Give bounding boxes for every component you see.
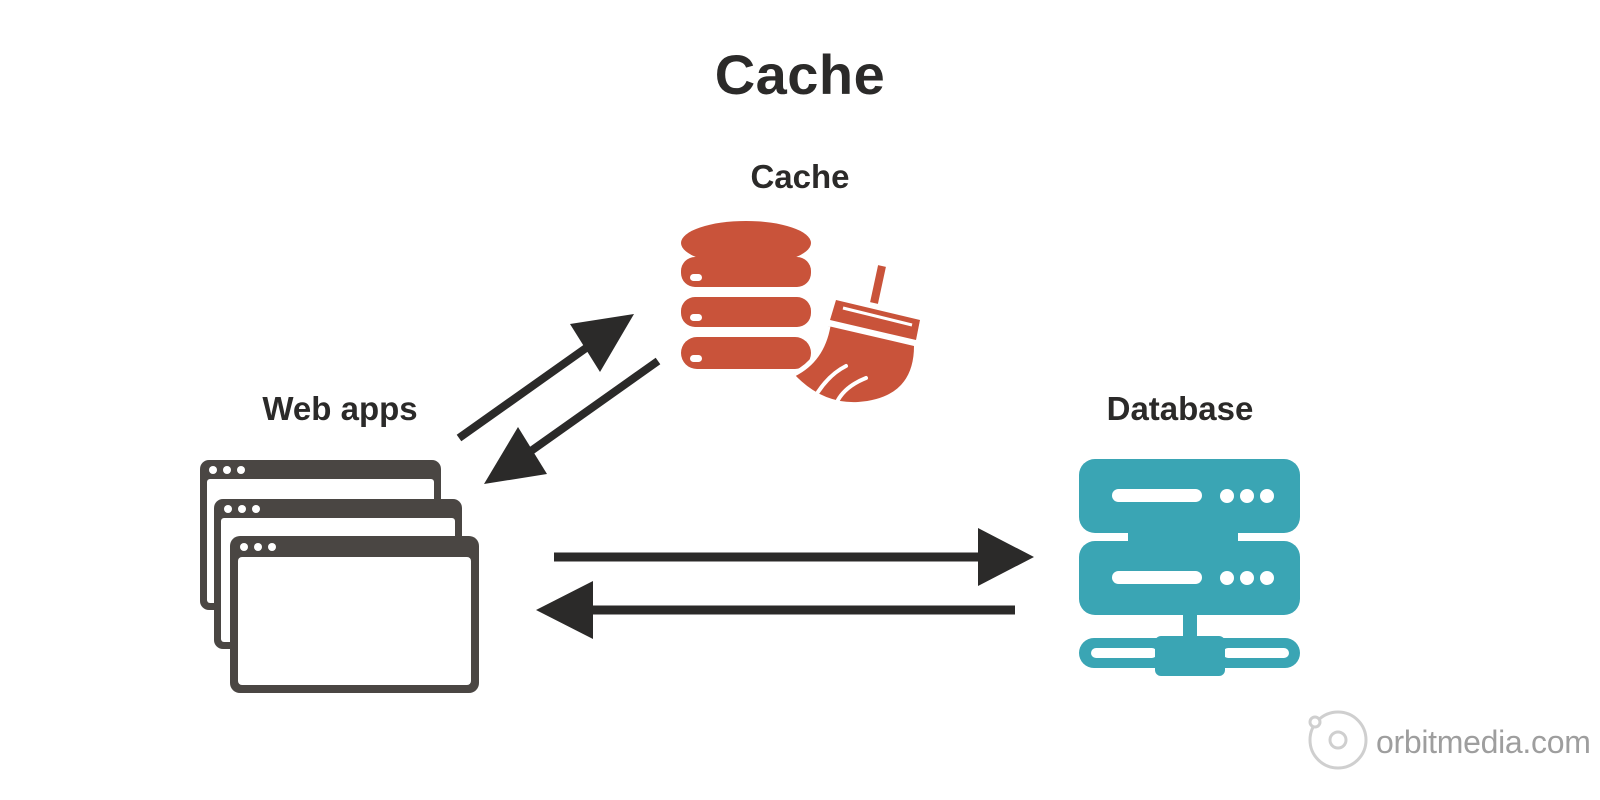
web-apps-icon [200,460,479,693]
diagram-title: Cache [714,43,886,106]
arrow-webapps-to-cache [456,314,634,442]
brand-watermark: orbitmedia.com [1306,710,1596,770]
web-apps-label: Web apps [262,390,418,427]
arrow-database-to-webapps [536,581,1015,639]
arrow-cache-to-webapps [484,357,661,484]
arrow-webapps-to-database [554,528,1034,586]
orbit-logo-icon [1308,710,1368,770]
database-label: Database [1106,390,1254,427]
brand-text: orbitmedia.com [1376,724,1591,760]
broom-icon [792,265,920,403]
cache-label: Cache [750,158,850,195]
cache-database-icon [681,221,811,369]
browser-window-front [230,536,479,693]
database-server-icon [1079,459,1300,676]
